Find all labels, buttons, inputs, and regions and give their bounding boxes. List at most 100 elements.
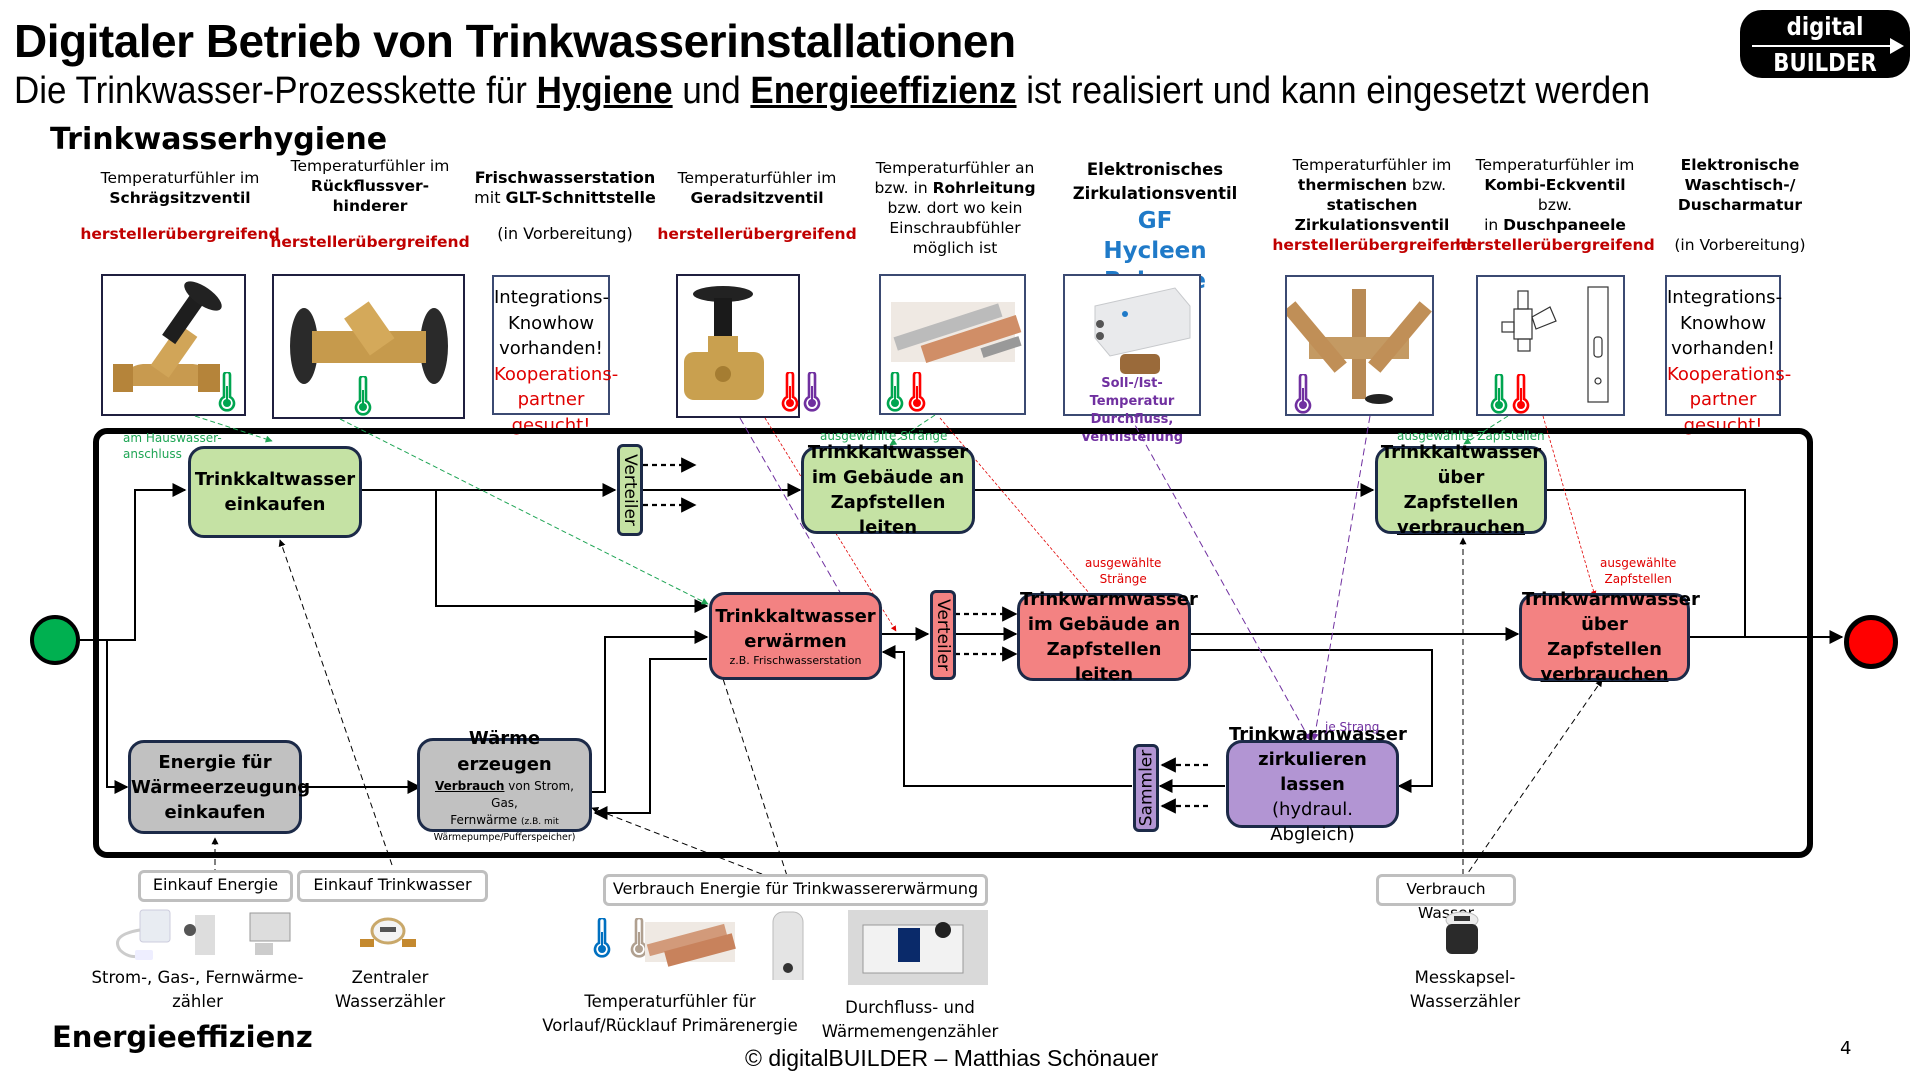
node-trinkwarmwasser-zirkulieren[interactable]: Trinkwarmwasser zirkulieren lassen (hydr… (1226, 724, 1407, 845)
node-sublabel: von Strom, Gas, (491, 779, 574, 810)
badge-herstellerubergreifend: herstellerübergreifend (1455, 236, 1655, 254)
annotation-line: ausgewählte (1600, 556, 1677, 570)
node-label: erwärmen (744, 631, 847, 652)
integration-line: Kooperations- (494, 363, 619, 385)
valve-info: Soll-/Ist-Temperatur Durchfluss, Ventils… (1065, 375, 1199, 447)
integration-line: vorhanden! (1671, 338, 1775, 359)
caption-line: Duscharmatur (1677, 196, 1803, 214)
caption-line: Temperaturfühler im (677, 169, 837, 187)
node-label: verbrauchen (1540, 664, 1669, 685)
node-label: einkaufen (164, 801, 266, 823)
flow-erwaermen-to-waerme (593, 658, 707, 820)
caption-line: Wärmemengenzähler (821, 1022, 999, 1041)
caption-line: Messkapsel- (1414, 968, 1516, 987)
node-label: im Gebäude an (811, 467, 965, 488)
annotation-line: Stränge (1099, 572, 1147, 586)
page-title: Digitaler Betrieb von Trinkwasserinstall… (14, 15, 1016, 67)
caption-line: Elektronisches (1086, 160, 1224, 179)
flow-start-to-energie (106, 640, 129, 794)
pipes-storage-image (645, 911, 804, 980)
end-event (1844, 615, 1898, 669)
logo-bottom-text: BUILDER (1773, 48, 1877, 77)
capsule-meter-image (1445, 911, 1479, 954)
node-label: Trinkkaltwasser (715, 606, 876, 627)
node-label: über Zapfstellen (1547, 614, 1662, 660)
node-energie-einkaufen[interactable]: Energie für Wärmeerzeugung einkaufen (128, 740, 310, 834)
thermometer-red-icon (1512, 374, 1530, 414)
node-trinkkaltwasser-verbrauchen[interactable]: Trinkkaltwasser über Zapfstellen verbrau… (1375, 442, 1547, 538)
thermometer-blue-icon (593, 918, 611, 958)
node-label: (hydraul. Abgleich) (1270, 798, 1355, 845)
image-rohrleitung (879, 274, 1026, 415)
circulation-valve-brass-icon (1283, 289, 1432, 404)
annotation-line: anschluss (123, 447, 182, 461)
image-schraegsitzventil (101, 274, 246, 416)
sensor-caption-9: Elektronische Waschtisch-/ Duscharmatur … (1640, 155, 1840, 255)
caption-line: Temperaturfühler im (290, 157, 450, 175)
node-trinkkaltwasser-einkaufen[interactable]: Trinkkaltwasser einkaufen (188, 446, 362, 538)
caption-line: Waschtisch-/ (1684, 176, 1796, 194)
caption-line: Temperaturfühler im (100, 169, 260, 187)
caption-line: Duschpaneele (1503, 216, 1626, 234)
caption-line: Durchfluss- und (845, 998, 975, 1017)
integration-line: Knowhow (507, 312, 595, 334)
node-trinkkaltwasser-erwaermen[interactable]: Trinkkaltwasser erwärmen z.B. Frischwass… (709, 592, 882, 680)
caption-line: Frischwasserstation (474, 168, 656, 187)
annotation-line: Zapfstellen (1604, 572, 1672, 586)
start-event (30, 615, 80, 665)
image-hycleen-balance: Soll-/Ist-Temperatur Durchfluss, Ventils… (1063, 274, 1201, 445)
tag-einkauf-trinkwasser: Einkauf Trinkwasser (297, 870, 488, 902)
sammler: Sammler (1133, 744, 1159, 832)
caption-line: bzw. in (874, 179, 933, 197)
node-waerme-erzeugen[interactable]: Wärme erzeugen Verbrauch von Strom, Gas,… (417, 728, 592, 843)
copyright: © digitalBUILDER – Matthias Schönauer (745, 1045, 1159, 1071)
caption-line: Geradsitzventil (690, 189, 824, 207)
node-label: Trinkwarmwasser (1229, 723, 1407, 745)
badge-herstellerubergreifend: herstellerübergreifend (1272, 236, 1472, 254)
thermometer-purple-icon (803, 372, 821, 412)
check-valve-icon (290, 301, 448, 384)
node-sublabel: (z.B. mit (520, 817, 559, 827)
integration-line: Kooperations- (1667, 363, 1792, 385)
node-label: über Zapfstellen (1403, 467, 1519, 513)
node-label: verbrauchen (1396, 517, 1526, 538)
caption-line: statischen (1326, 196, 1418, 214)
integration-line: vorhanden! (499, 338, 603, 359)
annotation-zapfstellen-red: ausgewählte Zapfstellen (1600, 555, 1676, 587)
globe-valve-icon (684, 286, 764, 400)
node-label: Trinkwarmwasser (1522, 589, 1700, 610)
integration-line: Integrations- (494, 287, 610, 308)
bar-label: Sammler (1136, 749, 1156, 827)
subtitle-hygiene: Hygiene (536, 70, 673, 112)
caption-line: Vorlauf/Rücklauf Primärenergie (542, 1016, 798, 1035)
caption-line: in (1484, 216, 1504, 234)
energy-meters-image (116, 909, 291, 960)
thermometer-red-icon (908, 372, 926, 412)
verteiler-warm: Verteiler (930, 590, 956, 680)
caption-line: Zentraler (351, 968, 429, 987)
flow-kalt-verbrauchen-to-end (1545, 489, 1746, 637)
caption-line: möglich ist (912, 239, 998, 257)
caption-temperature-sensors: Temperaturfühler für Vorlauf/Rücklauf Pr… (530, 990, 810, 1038)
caption-capsule-meter: Messkapsel- Wasserzähler (1385, 966, 1545, 1014)
water-meter-image (360, 917, 416, 947)
caption-central-meter: Zentraler Wasserzähler (300, 966, 480, 1014)
caption-line: Zirkulationsventil (1294, 216, 1450, 234)
badge-herstellerubergreifend: herstellerübergreifend (270, 233, 470, 251)
tag-einkauf-energie: Einkauf Energie (138, 870, 293, 902)
node-sublabel: Fernwärme (450, 813, 521, 827)
node-label: einkaufen (224, 494, 326, 515)
node-label: Trinkkaltwasser (807, 442, 969, 463)
note-in-preparation: (in Vorbereitung) (1674, 236, 1806, 254)
flow-warm-leiten-to-zirkulieren (1190, 649, 1433, 793)
node-trinkkaltwasser-leiten[interactable]: Trinkkaltwasser im Gebäude an Zapfstelle… (801, 442, 975, 538)
node-trinkwarmwasser-leiten[interactable]: Trinkwarmwasser im Gebäude an Zapfstelle… (1017, 589, 1198, 685)
thermometer-green-icon (1490, 374, 1508, 414)
logo-arrow-line (1752, 45, 1890, 47)
node-trinkwarmwasser-verbrauchen[interactable]: Trinkwarmwasser über Zapfstellen verbrau… (1519, 589, 1700, 685)
node-sublabel: Verbrauch (434, 779, 505, 793)
flow-start-to-kalt-einkaufen (80, 483, 187, 641)
thermometer-green-icon (218, 372, 236, 412)
node-sublabel: z.B. Frischwasserstation (729, 654, 862, 667)
